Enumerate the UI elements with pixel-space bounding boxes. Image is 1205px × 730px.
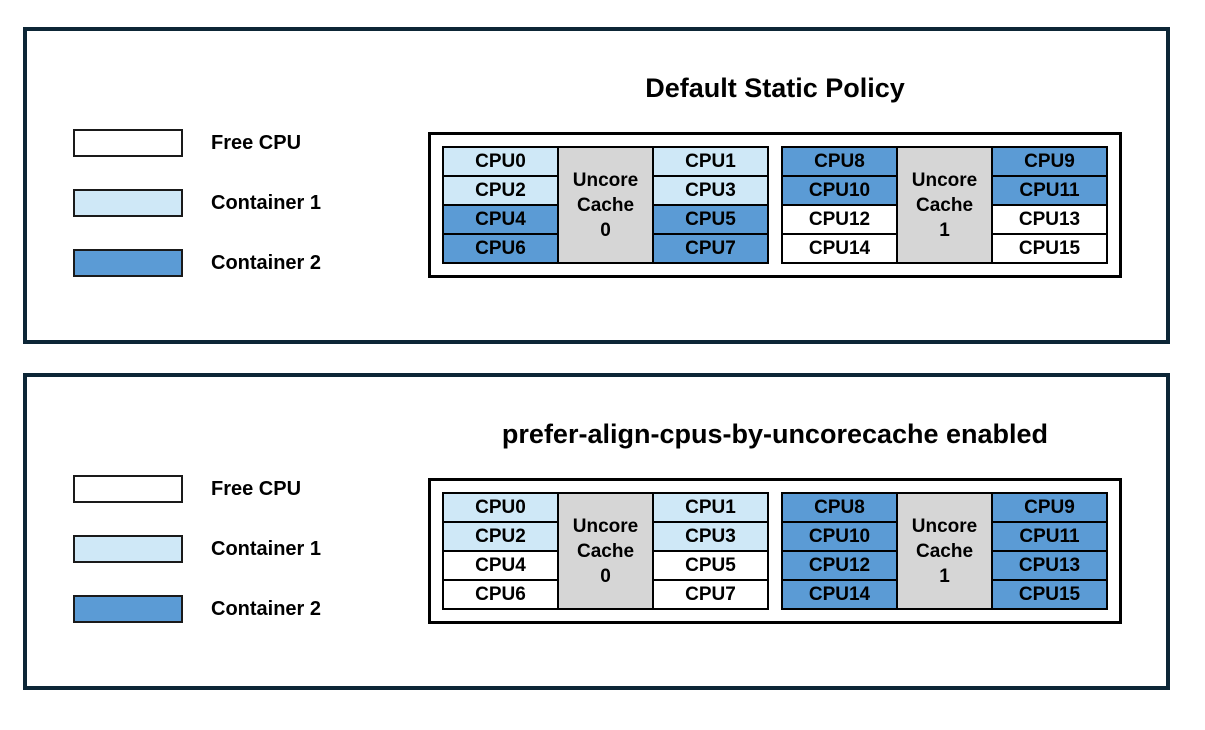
cpu-column-left: CPU8 CPU10 CPU12 CPU14 (781, 492, 898, 610)
uncore-cache-0-block: Uncore Cache 0 (557, 492, 654, 610)
cpu-cell: CPU6 (442, 233, 559, 264)
cpu-cell: CPU9 (991, 146, 1108, 177)
legend-label: Container 1 (211, 191, 322, 214)
legend-swatch-free-cpu (73, 475, 183, 503)
cpu-cell: CPU0 (442, 492, 559, 523)
cpu-column-right: CPU9 CPU11 CPU13 CPU15 (991, 146, 1108, 264)
cpu-topology-diagram: CPU0 CPU2 CPU4 CPU6 Uncore Cache 0 CPU1 … (428, 478, 1122, 624)
cpu-cell: CPU8 (781, 492, 898, 523)
cpu-cell: CPU10 (781, 175, 898, 206)
cpu-cell: CPU14 (781, 233, 898, 264)
cache-label-line: Uncore (911, 169, 978, 191)
uncore-cache-1-block: Uncore Cache 1 (896, 492, 993, 610)
cache-label-line: Uncore (911, 515, 978, 537)
cache-label-line: Cache (915, 194, 974, 216)
cache-label-line: Cache (915, 540, 974, 562)
cache-label-line: Cache (576, 540, 635, 562)
legend-item-container-2: Container 2 (73, 249, 321, 277)
cpu-column-right: CPU9 CPU11 CPU13 CPU15 (991, 492, 1108, 610)
uncore-cache-0-group: CPU0 CPU2 CPU4 CPU6 Uncore Cache 0 CPU1 … (442, 492, 769, 610)
cache-label-line: 1 (939, 565, 950, 587)
panel-title: Default Static Policy (645, 73, 905, 103)
legend-item-container-2: Container 2 (73, 595, 321, 623)
cache-label-line: Cache (576, 194, 635, 216)
cpu-cell: CPU11 (991, 175, 1108, 206)
cache-label-line: 0 (600, 219, 611, 241)
cpu-cell: CPU13 (991, 204, 1108, 235)
cpu-cell: CPU6 (442, 579, 559, 610)
cpu-cell: CPU7 (652, 579, 769, 610)
cpu-cell: CPU15 (991, 579, 1108, 610)
cpu-column-left: CPU0 CPU2 CPU4 CPU6 (442, 492, 559, 610)
cpu-cell: CPU9 (991, 492, 1108, 523)
cpu-cell: CPU2 (442, 521, 559, 552)
cpu-column-left: CPU0 CPU2 CPU4 CPU6 (442, 146, 559, 264)
panel-default-static-policy: Default Static Policy Free CPU Container… (23, 27, 1170, 344)
cpu-cell: CPU0 (442, 146, 559, 177)
cpu-cell: CPU7 (652, 233, 769, 264)
uncore-cache-0-group: CPU0 CPU2 CPU4 CPU6 Uncore Cache 0 CPU1 … (442, 146, 769, 264)
panel-prefer-align-cpus-by-uncorecache: prefer-align-cpus-by-uncorecache enabled… (23, 373, 1170, 690)
cache-label-line: 1 (939, 219, 950, 241)
legend-swatch-container-2 (73, 249, 183, 277)
cpu-cell: CPU8 (781, 146, 898, 177)
legend-label: Free CPU (211, 477, 302, 500)
cpu-cell: CPU12 (781, 550, 898, 581)
legend-item-free-cpu: Free CPU (73, 475, 321, 503)
cpu-cell: CPU11 (991, 521, 1108, 552)
cpu-cell: CPU4 (442, 550, 559, 581)
legend-item-free-cpu: Free CPU (73, 129, 321, 157)
cpu-cell: CPU5 (652, 550, 769, 581)
cache-label-line: Uncore (572, 515, 639, 537)
legend-label: Free CPU (211, 131, 302, 154)
uncore-cache-1-block: Uncore Cache 1 (896, 146, 993, 264)
cpu-cell: CPU12 (781, 204, 898, 235)
cpu-cell: CPU15 (991, 233, 1108, 264)
cache-label-line: Uncore (572, 169, 639, 191)
cpu-cell: CPU14 (781, 579, 898, 610)
legend-label: Container 2 (211, 251, 322, 274)
cpu-cell: CPU10 (781, 521, 898, 552)
legend: Free CPU Container 1 Container 2 (73, 129, 321, 277)
cpu-column-right: CPU1 CPU3 CPU5 CPU7 (652, 146, 769, 264)
legend-label: Container 1 (211, 537, 322, 560)
legend-swatch-free-cpu (73, 129, 183, 157)
legend-item-container-1: Container 1 (73, 535, 321, 563)
uncore-cache-1-group: CPU8 CPU10 CPU12 CPU14 Uncore Cache 1 CP… (781, 492, 1108, 610)
cpu-cell: CPU1 (652, 146, 769, 177)
cpu-topology-diagram: CPU0 CPU2 CPU4 CPU6 Uncore Cache 0 CPU1 … (428, 132, 1122, 278)
uncore-cache-1-group: CPU8 CPU10 CPU12 CPU14 Uncore Cache 1 CP… (781, 146, 1108, 264)
cpu-column-right: CPU1 CPU3 CPU5 CPU7 (652, 492, 769, 610)
legend-swatch-container-1 (73, 189, 183, 217)
cpu-cell: CPU13 (991, 550, 1108, 581)
cpu-cell: CPU1 (652, 492, 769, 523)
uncore-cache-0-block: Uncore Cache 0 (557, 146, 654, 264)
cache-label-line: 0 (600, 565, 611, 587)
legend-label: Container 2 (211, 597, 322, 620)
cpu-cell: CPU3 (652, 175, 769, 206)
legend-item-container-1: Container 1 (73, 189, 321, 217)
cpu-cell: CPU2 (442, 175, 559, 206)
cpu-column-left: CPU8 CPU10 CPU12 CPU14 (781, 146, 898, 264)
cpu-cell: CPU5 (652, 204, 769, 235)
panel-title: prefer-align-cpus-by-uncorecache enabled (501, 419, 1049, 449)
legend: Free CPU Container 1 Container 2 (73, 475, 321, 623)
legend-swatch-container-1 (73, 535, 183, 563)
legend-swatch-container-2 (73, 595, 183, 623)
cpu-cell: CPU4 (442, 204, 559, 235)
cpu-cell: CPU3 (652, 521, 769, 552)
